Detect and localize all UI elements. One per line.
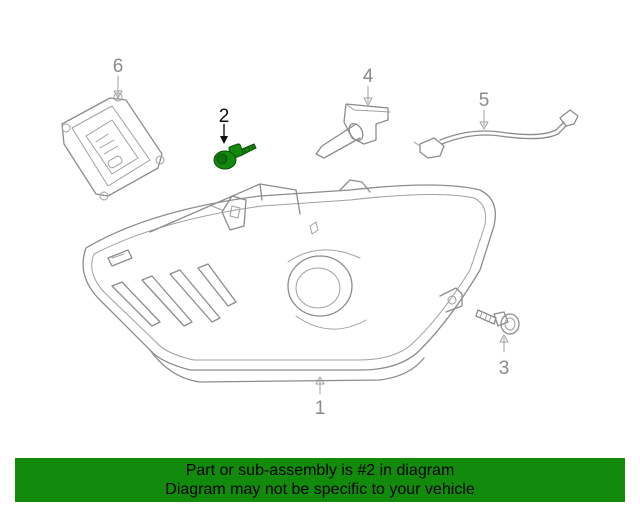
part-4-label: 4 [363,66,374,87]
part-6-ballast-module[interactable] [61,75,165,201]
part-3-bolt[interactable] [475,309,520,353]
part-3-label: 3 [499,358,510,379]
part-2-label: 2 [219,106,230,127]
part-5-wire-harness[interactable] [413,109,579,159]
part-1-label: 1 [315,398,326,419]
banner-disclaimer-line: Diagram may not be specific to your vehi… [165,481,475,498]
part-4-bulb[interactable] [315,85,391,159]
part-6-label: 6 [113,56,124,77]
parts-diagram: 6 2 4 5 [61,56,579,419]
part-1-headlamp-assembly[interactable] [82,179,497,395]
part-2-screw[interactable] [213,124,257,170]
part-5-label: 5 [479,90,490,111]
part-info-banner: Part or sub-assembly is #2 in diagram Di… [15,458,625,502]
banner-part-line: Part or sub-assembly is #2 in diagram [185,462,455,479]
